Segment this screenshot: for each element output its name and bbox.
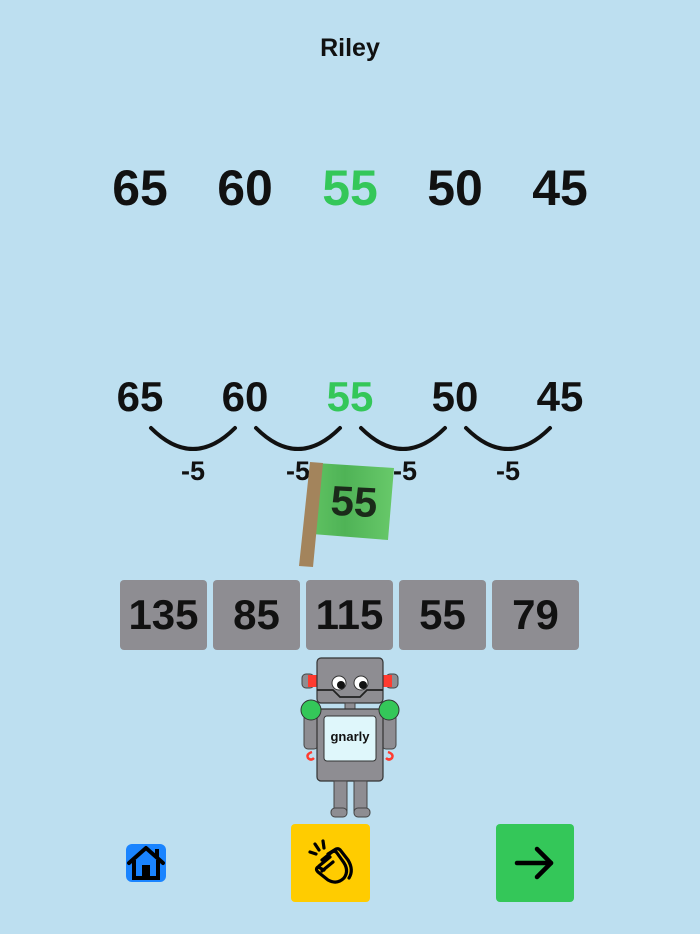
jump-number: 50 [431,373,479,420]
robot-screen-text: gnarly [330,729,370,744]
answer-tile[interactable]: 79 [492,580,579,650]
clapping-hands-icon [307,839,353,884]
answer-tile[interactable]: 115 [306,580,393,650]
sequence-number: 45 [532,160,588,216]
answer-tile[interactable]: 55 [399,580,486,650]
answer-tile[interactable]: 85 [213,580,300,650]
sequence-number: 50 [427,160,483,216]
answer-tile[interactable]: 135 [120,580,207,650]
jump-number-highlighted: 55 [326,373,374,420]
flag-value: 55 [329,476,379,527]
jump-number: 60 [221,373,269,420]
robot-icon [300,657,400,818]
sequence-display: 65 60 55 50 45 [0,158,700,218]
difference-label: -5 [180,456,205,486]
jump-number: 65 [116,373,164,420]
next-button[interactable] [496,824,574,902]
home-icon [126,844,166,882]
home-button[interactable] [125,843,167,883]
sequence-number-highlighted: 55 [322,160,378,216]
jump-sequence: 65 60 55 50 45 [0,372,700,422]
jump-arc-icon [254,426,342,451]
applause-button[interactable] [291,824,370,902]
player-name: Riley [320,34,380,62]
jump-arc-icon [359,426,447,451]
jump-number: 45 [536,373,584,420]
answer-flag: 55 [296,460,396,570]
flag-icon [299,462,394,567]
jump-arc-icon [464,426,552,451]
answer-tiles: 135 85 115 55 79 [120,580,582,650]
sequence-number: 60 [217,160,273,216]
arrow-right-icon [514,846,554,880]
difference-label: -5 [285,456,310,486]
difference-label: -5 [392,456,417,486]
difference-label: -5 [495,456,520,486]
robot-mascot: gnarly [298,656,402,820]
sequence-number: 65 [112,160,168,216]
jump-arc-icon [149,426,237,451]
